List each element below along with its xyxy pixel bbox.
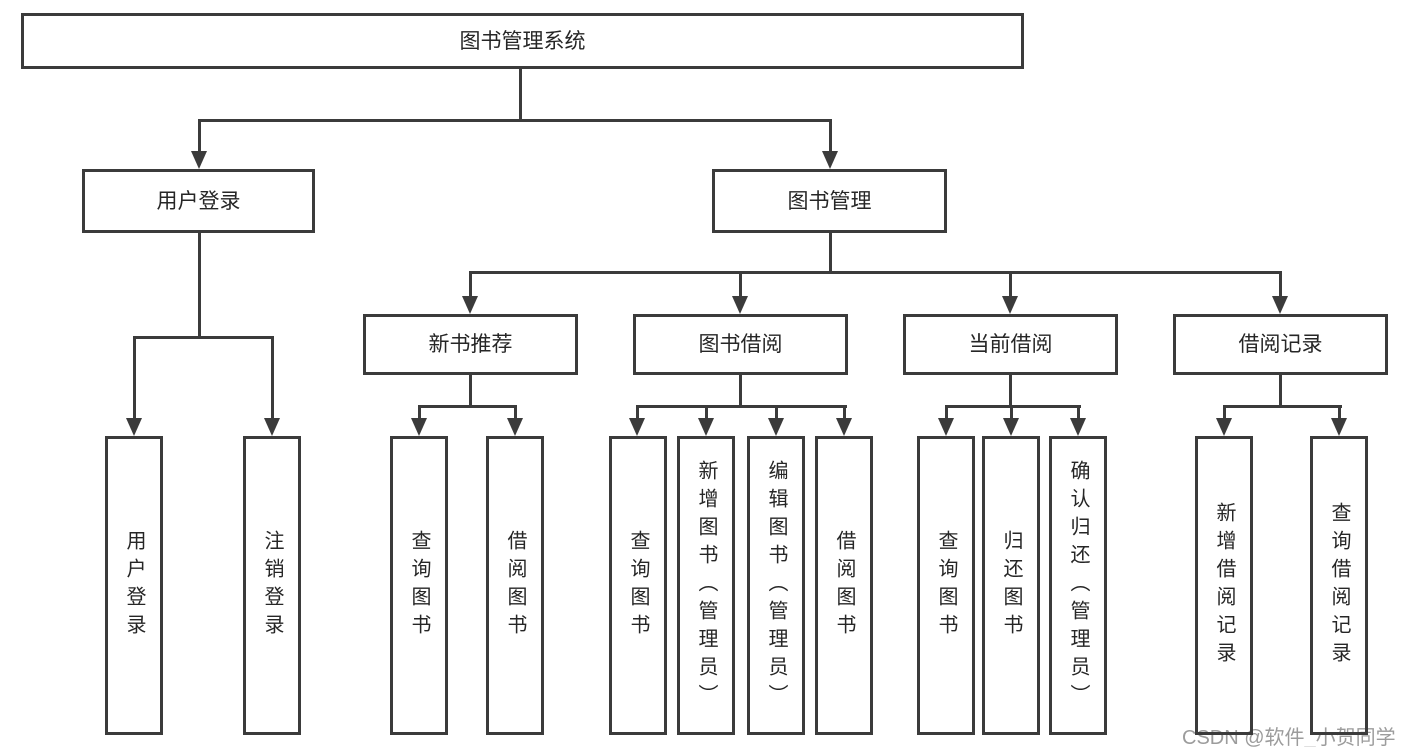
arrow-down-icon (629, 418, 645, 436)
node-current-borrowing: 当前借阅 (903, 314, 1118, 375)
connector-to-leaf (636, 405, 639, 420)
leaf-return-book: 归还图书 (982, 436, 1040, 735)
arrow-down-icon (938, 418, 954, 436)
leaf-confirm-return-admin: 确认归还（管理员） (1049, 436, 1107, 735)
connector-current-hbar (945, 405, 1081, 408)
arrow-down-icon (1002, 296, 1018, 314)
arrow-down-icon (1216, 418, 1232, 436)
connector-root-stem (519, 69, 522, 121)
arrow-down-icon (462, 296, 478, 314)
arrow-down-icon (1003, 418, 1019, 436)
node-book-management: 图书管理 (712, 169, 947, 233)
arrow-down-icon (732, 296, 748, 314)
arrow-down-icon (1331, 418, 1347, 436)
leaf-logout: 注销登录 (243, 436, 301, 735)
connector-to-leaf (514, 405, 517, 420)
connector-to-book-management (829, 119, 832, 152)
leaf-add-book-admin: 新增图书（管理员） (677, 436, 735, 735)
leaf-add-borrow-record: 新增借阅记录 (1195, 436, 1253, 735)
connector-to-leaf (1010, 405, 1013, 420)
connector-to-leaf (843, 405, 846, 420)
arrow-down-icon (411, 418, 427, 436)
connector-user-login-stem (198, 233, 201, 338)
leaf-query-books-recommend: 查询图书 (390, 436, 448, 735)
arrow-down-icon (768, 418, 784, 436)
leaf-borrow-books-recommend: 借阅图书 (486, 436, 544, 735)
arrow-down-icon (822, 151, 838, 169)
connector-to-leaf (1338, 405, 1341, 420)
leaf-borrow-books-borrowing: 借阅图书 (815, 436, 873, 735)
connector-to-borrowing-records (1279, 271, 1282, 298)
connector-root-hbar (198, 119, 832, 122)
connector-to-book-borrowing (739, 271, 742, 298)
arrow-down-icon (836, 418, 852, 436)
node-user-login: 用户登录 (82, 169, 315, 233)
connector-to-leaf-logout (271, 336, 274, 420)
arrow-down-icon (1272, 296, 1288, 314)
connector-to-leaf-user-login (133, 336, 136, 420)
node-borrowing-records: 借阅记录 (1173, 314, 1388, 375)
connector-records-stem (1279, 375, 1282, 407)
node-library-management-system: 图书管理系统 (21, 13, 1024, 69)
connector-to-leaf (418, 405, 421, 420)
connector-to-new-book-recommendation (469, 271, 472, 298)
connector-to-leaf (705, 405, 708, 420)
connector-recommend-stem (469, 375, 472, 407)
connector-current-stem (1009, 375, 1012, 407)
connector-to-user-login (198, 119, 201, 152)
arrow-down-icon (264, 418, 280, 436)
connector-book-management-hbar (469, 271, 1282, 274)
leaf-query-books-borrowing: 查询图书 (609, 436, 667, 735)
connector-to-leaf (1223, 405, 1226, 420)
arrow-down-icon (191, 151, 207, 169)
connector-records-hbar (1223, 405, 1342, 408)
connector-to-leaf (1077, 405, 1080, 420)
connector-user-login-hbar (133, 336, 274, 339)
connector-borrowing-stem (739, 375, 742, 407)
connector-to-current-borrowing (1009, 271, 1012, 298)
arrow-down-icon (507, 418, 523, 436)
arrow-down-icon (1070, 418, 1086, 436)
leaf-query-borrow-record: 查询借阅记录 (1310, 436, 1368, 735)
node-book-borrowing: 图书借阅 (633, 314, 848, 375)
node-new-book-recommendation: 新书推荐 (363, 314, 578, 375)
connector-to-leaf (775, 405, 778, 420)
leaf-edit-book-admin: 编辑图书（管理员） (747, 436, 805, 735)
connector-book-management-stem (829, 233, 832, 273)
connector-to-leaf (945, 405, 948, 420)
leaf-query-books-current: 查询图书 (917, 436, 975, 735)
arrow-down-icon (698, 418, 714, 436)
connector-borrowing-hbar (636, 405, 847, 408)
arrow-down-icon (126, 418, 142, 436)
connector-recommend-hbar (418, 405, 517, 408)
leaf-user-login: 用户登录 (105, 436, 163, 735)
